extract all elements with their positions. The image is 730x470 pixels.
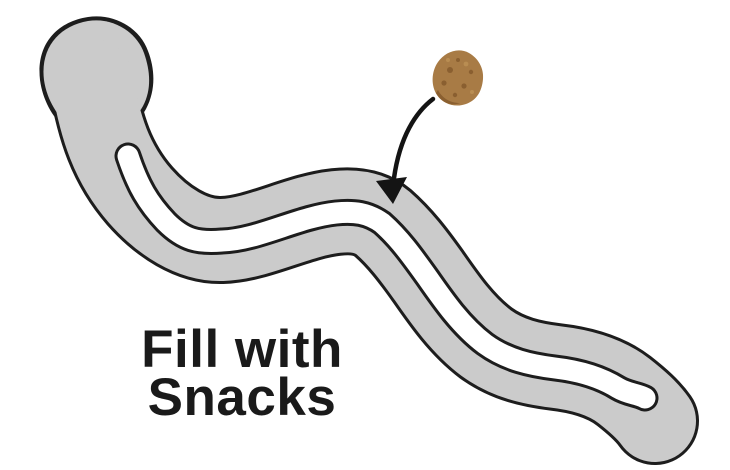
caption-line-1: Fill with [141, 320, 343, 379]
treat-speckles [436, 58, 474, 105]
caption: Fill with Snacks [62, 320, 422, 427]
snack-channel [117, 145, 656, 409]
arrow-head-icon [376, 177, 407, 204]
caption-line-2: Snacks [147, 368, 337, 427]
arrow-shaft [391, 96, 436, 181]
insert-arrow [376, 96, 436, 204]
treat-highlights [446, 58, 474, 94]
kibble-treat [432, 50, 484, 106]
snake-toy [39, 16, 699, 465]
